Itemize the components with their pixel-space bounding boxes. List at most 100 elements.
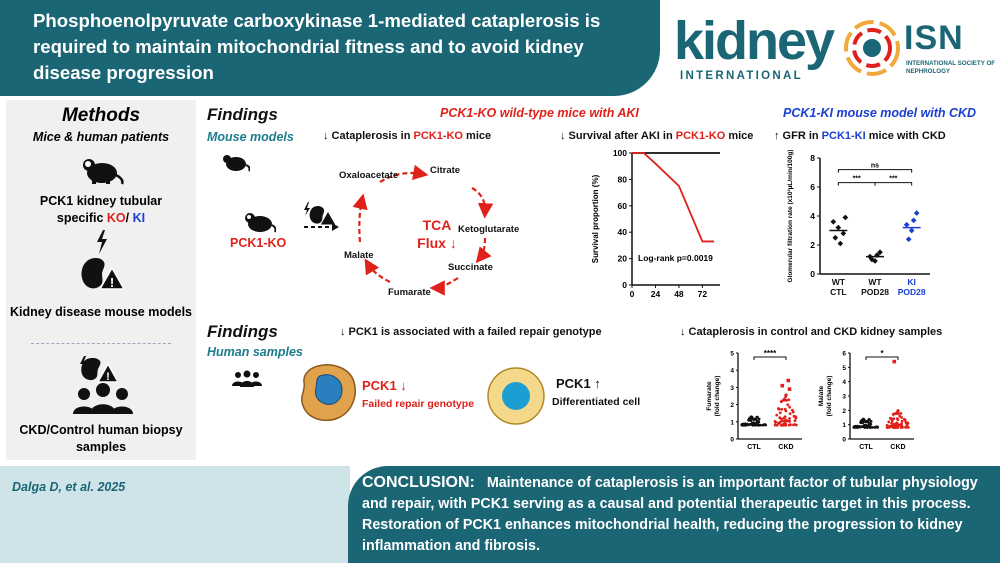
- malate-y-tick-label: 6: [842, 351, 846, 358]
- mouse-icon: [83, 159, 124, 185]
- malate-point: [890, 419, 894, 423]
- methods-title: Methods: [61, 105, 141, 126]
- tca-center-b: Flux ↓: [417, 235, 457, 251]
- kidney-international-logo: kidney: [674, 11, 835, 71]
- malate-point: [899, 411, 903, 415]
- fumarate-point: [748, 422, 752, 426]
- malate-point: [893, 426, 897, 429]
- malate-y-label: Malate: [818, 386, 825, 407]
- fumarate-point: [785, 398, 788, 402]
- survival-label: ↓ Survival after AKI in PCK1-KO mice: [560, 130, 753, 142]
- survival-y-tick-label: 80: [618, 174, 628, 184]
- svg-text:!: !: [106, 371, 110, 383]
- survival-y-tick-label: 20: [618, 254, 628, 264]
- differentiated-cell-icon: [487, 367, 545, 425]
- abstract-title: Phosphoenolpyruvate carboxykinase 1-medi…: [33, 10, 601, 83]
- malate-y-tick-label: 1: [842, 422, 846, 429]
- gfr-point: [830, 218, 837, 225]
- fumarate-point: [777, 407, 781, 411]
- surv-label-pre: ↓ Survival after AKI in: [560, 130, 676, 142]
- gfr-x-tick-label: POD28: [861, 287, 889, 297]
- gfr-y-tick-label: 0: [810, 269, 815, 279]
- fumarate-point: [749, 418, 752, 421]
- tca-arrow-fum-mal: [364, 258, 391, 283]
- malate-point: [897, 412, 900, 416]
- gfr-bracket-label: ***: [853, 176, 861, 183]
- injury-kidney-small-icon: [304, 202, 337, 226]
- fumarate-x-tick-label: CKD: [778, 444, 793, 451]
- fumarate-point: [756, 419, 759, 423]
- fumarate-outlier: [786, 378, 791, 383]
- fumarate-point: [786, 419, 790, 423]
- fumarate-point: [773, 423, 777, 427]
- tca-citrate: Citrate: [430, 165, 461, 176]
- gfr-label-pre: ↑ GFR in: [774, 130, 822, 142]
- findings-human-title: Findings: [207, 322, 278, 341]
- tca-arrow-mal-oaa: [352, 193, 368, 243]
- cell1-genotype: Failed repair genotype: [362, 398, 475, 410]
- small-mouse-icon: [223, 155, 250, 172]
- malate-point: [895, 421, 899, 425]
- gfr-point: [913, 210, 920, 216]
- damaged-kidney-icon: !: [81, 258, 126, 290]
- fumarate-point: [788, 412, 792, 416]
- methods-item-sep: /: [125, 211, 133, 225]
- human-cataplerosis-label: ↓ Cataplerosis in control and CKD kidney…: [680, 326, 943, 338]
- malate-point: [900, 416, 904, 419]
- gfr-y-label: Glomerular filtration rate (x10³µL/min/1…: [787, 150, 794, 283]
- surv-label-ko: PCK1-KO: [675, 130, 726, 142]
- fumarate-point: [780, 419, 784, 423]
- malate-significance: *: [880, 349, 884, 358]
- malate-y-tick-label: 3: [842, 394, 846, 401]
- survival-annotation: Log-rank p=0.0019: [638, 253, 713, 263]
- tca-succinate: Succinate: [448, 262, 493, 273]
- methods-item-ko: KO: [106, 211, 126, 225]
- cat-label-post: mice: [463, 130, 492, 142]
- malate-point: [869, 419, 873, 423]
- fumarate-point: [786, 403, 790, 407]
- fumarate-point: [776, 421, 780, 425]
- survival-y-tick-label: 100: [613, 148, 627, 158]
- gfr-bracket: [874, 182, 913, 186]
- methods-item-pck1-specific: specific: [56, 211, 107, 225]
- footer-citation-band: [0, 466, 350, 563]
- findings-mouse-subtitle: Mouse models: [207, 130, 294, 144]
- malate-point: [861, 420, 864, 424]
- fumarate-point: [761, 423, 765, 427]
- header-band: [0, 0, 660, 96]
- survival-y-label: Survival proportion (%): [591, 174, 600, 263]
- fumarate-point: [743, 423, 747, 427]
- cataplerosis-ko-label: ↓ Cataplerosis in PCK1-KO mice: [323, 130, 491, 142]
- tca-oxaloacetate: Oxaloacetate: [339, 170, 399, 181]
- gfr-x-tick-label: KI: [907, 277, 916, 287]
- fumarate-point: [773, 419, 777, 423]
- fumarate-y-label: Fumarate: [706, 381, 713, 411]
- tca-fumarate: Fumarate: [388, 287, 431, 298]
- methods-item-ki: KI: [132, 211, 146, 225]
- fumarate-y-tick-label: 2: [730, 402, 734, 409]
- tca-arrow-citrate-kg: [471, 187, 494, 219]
- tca-center: TCA Flux ↓: [412, 216, 462, 252]
- gfr-y-tick-label: 2: [810, 240, 815, 250]
- gfr-x-tick-label: CTL: [830, 287, 847, 297]
- malate-point: [861, 417, 865, 421]
- survival-x-tick-label: 24: [651, 289, 661, 299]
- malate-point: [888, 424, 892, 428]
- gfr-y-tick-label: 8: [810, 153, 815, 163]
- methods-item-pck1-line2: specific KO/ KI: [6, 210, 196, 227]
- conclusion: CONCLUSION: Maintenance of cataplerosis …: [362, 472, 994, 557]
- fumarate-point: [787, 398, 791, 402]
- fumarate-point: [741, 423, 745, 427]
- methods-panel: Methods Mice & human patients PCK1 kidne…: [6, 100, 196, 460]
- fumarate-y-tick-label: 3: [730, 385, 734, 392]
- gfr-y-tick-label: 4: [810, 211, 815, 221]
- fumarate-point: [778, 416, 782, 420]
- gfr-point: [903, 221, 910, 228]
- gfr-point: [842, 214, 849, 221]
- tca-arrow-succ-fum: [429, 277, 459, 296]
- malate-point: [889, 417, 893, 421]
- malate-point: [887, 420, 891, 424]
- isn-logo-sub: INTERNATIONAL SOCIETY OF NEPHROLOGY: [906, 60, 996, 75]
